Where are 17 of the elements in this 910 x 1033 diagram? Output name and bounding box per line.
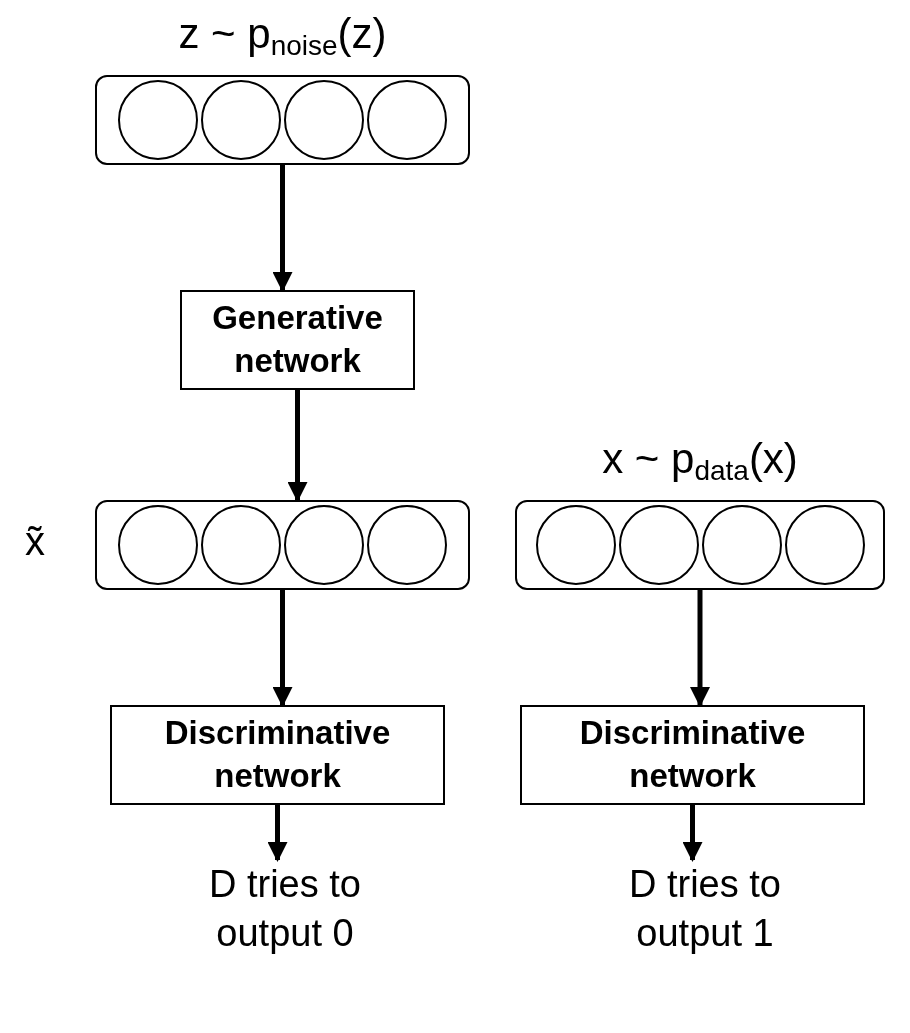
- network-title: Discriminative network: [578, 713, 807, 796]
- network-box: [110, 705, 445, 805]
- arrow: [272, 590, 293, 707]
- output-text: D tries to output 1: [627, 862, 782, 957]
- distribution-label: z ~ p$_{noise}$(z): [178, 13, 387, 63]
- network-box: [520, 705, 865, 805]
- arrow: [272, 165, 293, 292]
- network-title: Discriminative network: [163, 713, 392, 796]
- arrow: [682, 805, 703, 862]
- network-title: Generative network: [211, 298, 384, 381]
- distribution-label: x ~ p$_{data}$(x): [602, 438, 798, 488]
- arrow: [690, 590, 710, 707]
- arrow: [267, 805, 288, 862]
- arrow: [287, 390, 308, 502]
- variable-label: x̃: [25, 521, 45, 561]
- network-box: [180, 290, 415, 390]
- output-text: D tries to output 0: [207, 862, 362, 957]
